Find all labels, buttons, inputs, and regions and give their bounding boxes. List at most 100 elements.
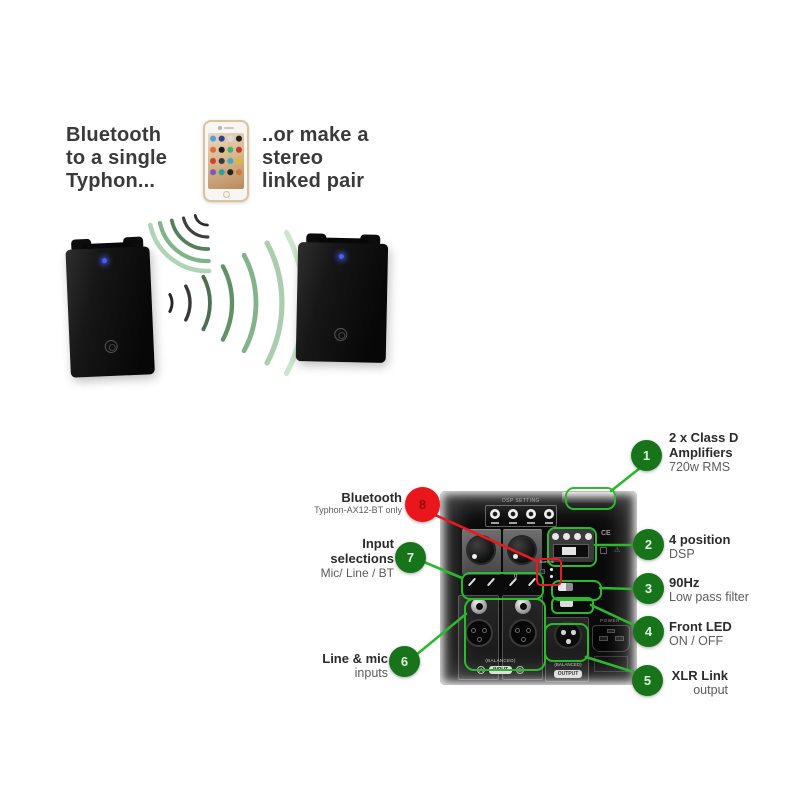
- callout-title: Input selections: [330, 536, 394, 566]
- dsp-preset-label: [491, 522, 499, 524]
- callout-subtitle: Low pass filter: [669, 590, 749, 604]
- dsp-selector-switch: [562, 547, 576, 555]
- power-label: POWER: [600, 618, 621, 623]
- bluetooth-illustration: Bluetooth to a single Typhon... ..or mak…: [0, 0, 460, 420]
- left-caption: Bluetooth to a single Typhon...: [66, 124, 168, 192]
- xlr-pin-hole: [526, 628, 531, 633]
- dsp-preset-label: [527, 522, 535, 524]
- bluetooth-led: [550, 568, 553, 571]
- channel-a-module: [462, 529, 501, 575]
- bluetooth-module-label: Bluetooth: [539, 560, 555, 564]
- dsp-highlight-box: [547, 527, 597, 567]
- callout-6-label: Line & mic inputs: [322, 651, 388, 681]
- low-pass-filter-switch: [558, 583, 573, 591]
- bluetooth-highlight-box: [536, 558, 562, 586]
- dsp-preset-icons: [485, 505, 557, 527]
- callout-5-label: XLR Link output: [668, 668, 728, 698]
- xlr-pin-hole: [482, 628, 487, 633]
- callout-subtitle: 720w RMS: [669, 460, 731, 474]
- dip-position-dot: [574, 533, 581, 540]
- callout-title: 4 position: [669, 532, 731, 547]
- front-led-switch: [560, 600, 573, 607]
- callout-title: Front LED: [669, 619, 732, 634]
- xlr-pin-hole: [471, 628, 476, 633]
- dsp-preset-monitor-icon: [508, 509, 518, 519]
- selections-highlight-box: [461, 572, 544, 600]
- frontled-highlight-box: [551, 597, 594, 614]
- callout-6-badge: 6: [389, 646, 420, 677]
- callout-4-label: Front LED ON / OFF: [669, 619, 732, 649]
- xlr-pin-hole: [515, 628, 520, 633]
- dsp-setting-header: DSP SETTING: [502, 498, 540, 504]
- xlr-pin-hole: [476, 637, 482, 642]
- channel-a-gain-knob: [468, 537, 494, 563]
- wireless-waves-graphic: [147, 214, 307, 377]
- phone-camera-dot: [218, 126, 222, 130]
- dsp-preset-label: [545, 522, 553, 524]
- quarter-inch-jack-b: [515, 598, 531, 614]
- callout-1-label: 2 x Class D Amplifiers 720w RMS: [669, 430, 738, 475]
- dip-position-dot: [563, 533, 570, 540]
- callout-3-label: 90Hz Low pass filter: [669, 575, 749, 605]
- bluetooth-pair-button: [540, 569, 545, 574]
- output-label: OUTPUT: [554, 670, 582, 678]
- knob-indicator-dot: [513, 554, 518, 559]
- iec-power-inlet: [592, 625, 630, 652]
- fuse-holder: [594, 656, 628, 672]
- callout-7-badge: 7: [395, 542, 426, 573]
- callout-2-badge: 2: [633, 529, 664, 560]
- right-speaker-image: [295, 233, 389, 365]
- power-pin-slot: [615, 636, 624, 641]
- dip-position-dot: [552, 533, 559, 540]
- phone-to-speaker-waves: [147, 214, 212, 274]
- weee-mark-icon: [600, 547, 607, 554]
- xlr-pin: [561, 630, 566, 635]
- dsp-dip-switch-module: [548, 529, 594, 562]
- callout-subtitle: Typhon-AX12-BT only: [314, 505, 402, 515]
- inputs-highlight-box: [464, 598, 546, 671]
- power-pin-slot: [607, 629, 615, 633]
- balanced-output-label: (BALANCED): [554, 662, 582, 667]
- dsp-preset-label: [509, 522, 517, 524]
- phone-earpiece: [224, 127, 234, 129]
- callout-subtitle: ON / OFF: [669, 634, 724, 648]
- callout-title: 90Hz: [669, 575, 700, 590]
- callout-title: XLR Link: [671, 668, 728, 683]
- amplifier-highlight-box: [565, 487, 616, 510]
- left-speaker-image: [65, 236, 155, 380]
- speaker-cabinet: [295, 242, 389, 363]
- balanced-input-label: (BALANCED): [485, 658, 516, 663]
- xlr-pin: [566, 639, 571, 644]
- callout-8-label: Bluetooth Typhon-AX12-BT only: [314, 490, 402, 516]
- dsp-preset-bass-icon: [526, 509, 536, 519]
- knob-indicator-dot: [472, 554, 477, 559]
- xlr-pin-hole: [520, 637, 526, 642]
- callout-title: 2 x Class D Amplifiers: [669, 430, 739, 460]
- callout-subtitle: DSP: [669, 547, 695, 561]
- phone-screen: [208, 133, 244, 189]
- speaker-led-indicator: [338, 253, 344, 260]
- phone-home-button: [222, 191, 230, 198]
- channel-b-gain-knob: [509, 537, 535, 563]
- callout-1-badge: 1: [631, 440, 662, 471]
- speaker-cabinet: [65, 246, 155, 378]
- ce-mark: CE: [601, 530, 611, 537]
- bluetooth-module: Bluetooth: [537, 560, 557, 582]
- dsp-preset-flat-icon: [490, 509, 500, 519]
- callout-title: Line & mic: [322, 651, 388, 666]
- callout-subtitle: output: [693, 683, 728, 697]
- callout-3-badge: 3: [633, 573, 664, 604]
- callout-8-badge: 8: [405, 487, 440, 522]
- callout-subtitle: Mic/ Line / BT: [320, 566, 394, 580]
- callout-title: Bluetooth: [341, 490, 402, 505]
- callout-2-label: 4 position DSP: [669, 532, 730, 562]
- dsp-preset-punch-icon: [544, 509, 554, 519]
- power-pin-slot: [599, 636, 608, 641]
- selector-zero-mark: 0: [514, 574, 517, 580]
- output-highlight-box: [544, 623, 589, 662]
- right-caption: ..or make a stereo linked pair: [262, 124, 369, 192]
- xlr-pin: [571, 630, 576, 635]
- smartphone-image: [203, 120, 249, 202]
- callout-5-badge: 5: [632, 665, 663, 696]
